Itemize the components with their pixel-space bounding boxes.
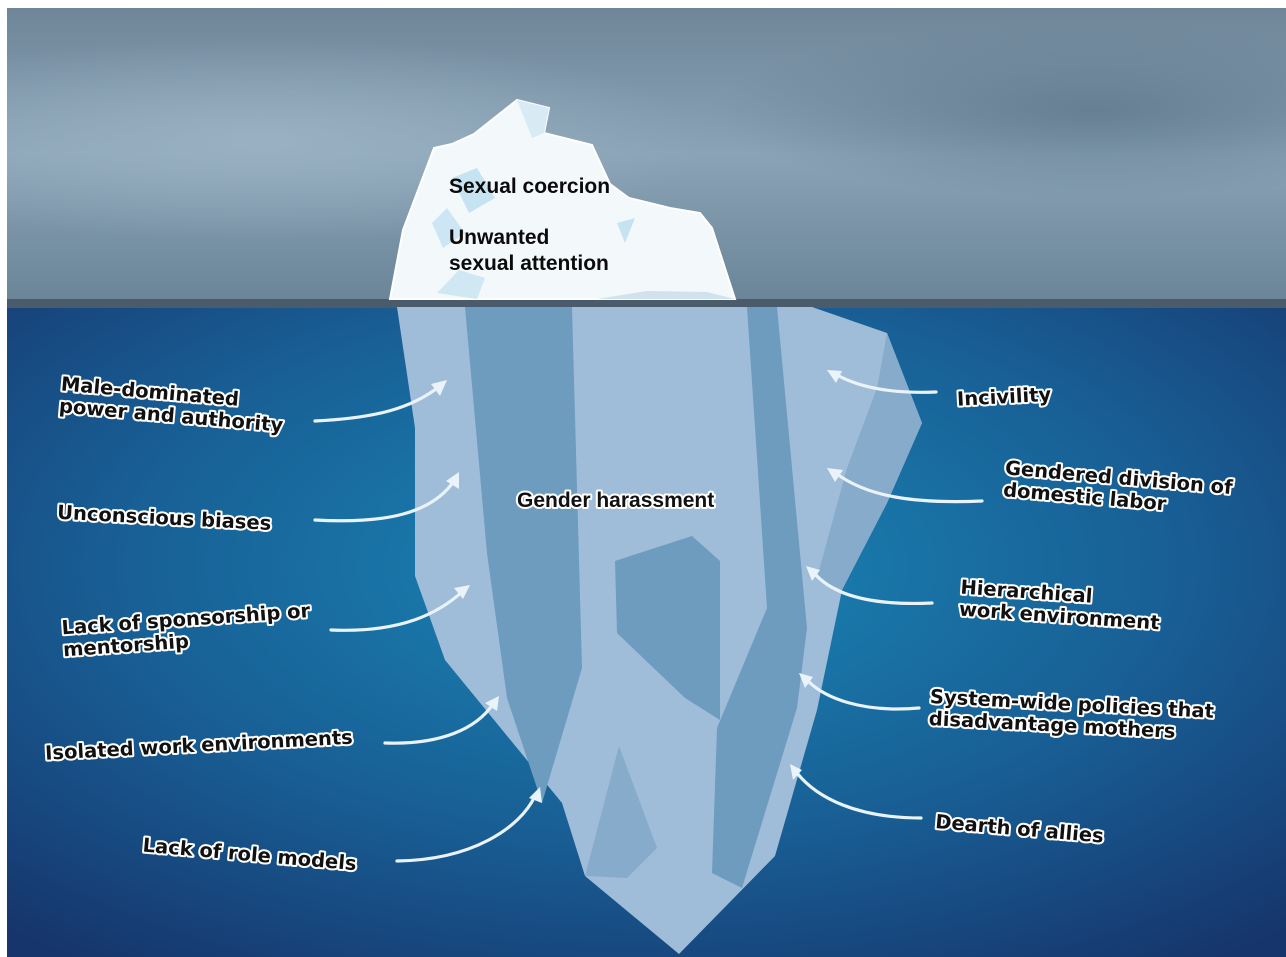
waterline	[7, 299, 1286, 308]
curved-arrow-icon	[313, 472, 459, 523]
curved-arrow-icon	[395, 787, 542, 863]
curved-arrow-icon	[799, 673, 921, 711]
curved-arrow-icon	[790, 764, 923, 820]
iceberg-tip	[388, 98, 737, 300]
tip-label-unwanted: Unwanted	[449, 226, 549, 249]
iceberg-body	[397, 307, 922, 954]
curved-arrow-icon	[806, 566, 934, 606]
cause-label-line: Incivility	[956, 383, 1052, 411]
curved-arrow-icon	[827, 370, 938, 394]
sky-background	[7, 8, 1286, 301]
tip-label-sexual-attention: sexual attention	[449, 252, 609, 275]
curved-arrow-icon	[383, 696, 499, 745]
cause-incivility: Incivility	[954, 381, 1054, 413]
iceberg-diagram: Sexual coercion Unwanted sexual attentio…	[7, 8, 1286, 957]
curved-arrow-icon	[827, 468, 984, 504]
tip-label-sexual-coercion: Sexual coercion	[449, 175, 610, 198]
curved-arrow-icon	[329, 585, 470, 632]
curved-arrow-icon	[313, 380, 447, 423]
center-label-gender-harassment: Gender harassment	[517, 489, 714, 512]
